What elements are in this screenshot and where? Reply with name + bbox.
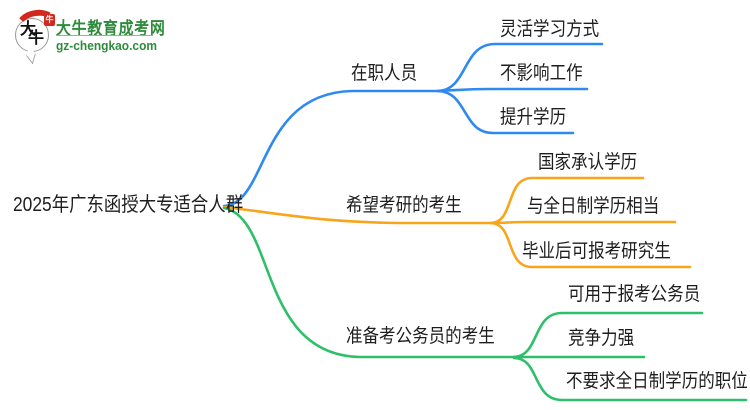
branch-line-orange-child3 — [489, 221, 692, 269]
leaf-node-grad-school[interactable]: 毕业后可报考研究生 — [522, 241, 671, 262]
site-logo[interactable]: 大 牛 牛 大牛教育成考网 gz-chengkao.com — [13, 6, 354, 65]
leaf-node-competitive[interactable]: 竞争力强 — [568, 328, 635, 349]
logo-bubble-shape — [15, 18, 49, 52]
branch-line-blue-child2 — [436, 87, 589, 93]
branch-line-blue-child1 — [436, 42, 604, 93]
logo-divider — [56, 35, 153, 36]
branch-line-orange-child1 — [489, 176, 645, 225]
logo-brand-name: 大牛教育成考网 — [56, 19, 166, 38]
leaf-node-no-fulltime-required[interactable]: 不要求全日制学历的职位 — [566, 371, 748, 392]
branch-line-green-child3 — [512, 356, 748, 402]
logo-bull-icon: 大 牛 牛 — [13, 6, 60, 65]
leaf-node-flexible-study[interactable]: 灵活学习方式 — [500, 19, 600, 40]
branch-line-orange-main — [222, 205, 493, 225]
root-node[interactable]: 2025年广东函授大专适合人群 — [13, 194, 244, 216]
branch-line-green-child1 — [512, 311, 704, 359]
leaf-node-improve-degree[interactable]: 提升学历 — [500, 107, 567, 128]
logo-seal-icon: 牛 — [44, 14, 55, 26]
leaf-node-civil-service-apply[interactable]: 可用于报考公务员 — [568, 284, 701, 305]
branch-node-gongwuyuan[interactable]: 准备考公务员的考生 — [346, 326, 495, 347]
branch-line-blue-main — [222, 89, 440, 208]
branch-node-zaizhi[interactable]: 在职人员 — [351, 63, 418, 84]
logo-domain: gz-chengkao.com — [56, 38, 158, 53]
logo-char-da: 大 — [20, 21, 37, 38]
branch-line-orange-child2 — [489, 220, 677, 225]
branch-line-blue-child3 — [436, 89, 575, 135]
leaf-node-no-work-impact[interactable]: 不影响工作 — [500, 63, 583, 84]
branch-line-green-main — [222, 206, 516, 359]
leaf-node-equal-fulltime[interactable]: 与全日制学历相当 — [527, 196, 660, 217]
logo-char-niu: 牛 — [28, 30, 45, 47]
branch-node-kaoyan[interactable]: 希望考研的考生 — [346, 195, 462, 216]
leaf-node-state-recognized[interactable]: 国家承认学历 — [538, 152, 638, 173]
